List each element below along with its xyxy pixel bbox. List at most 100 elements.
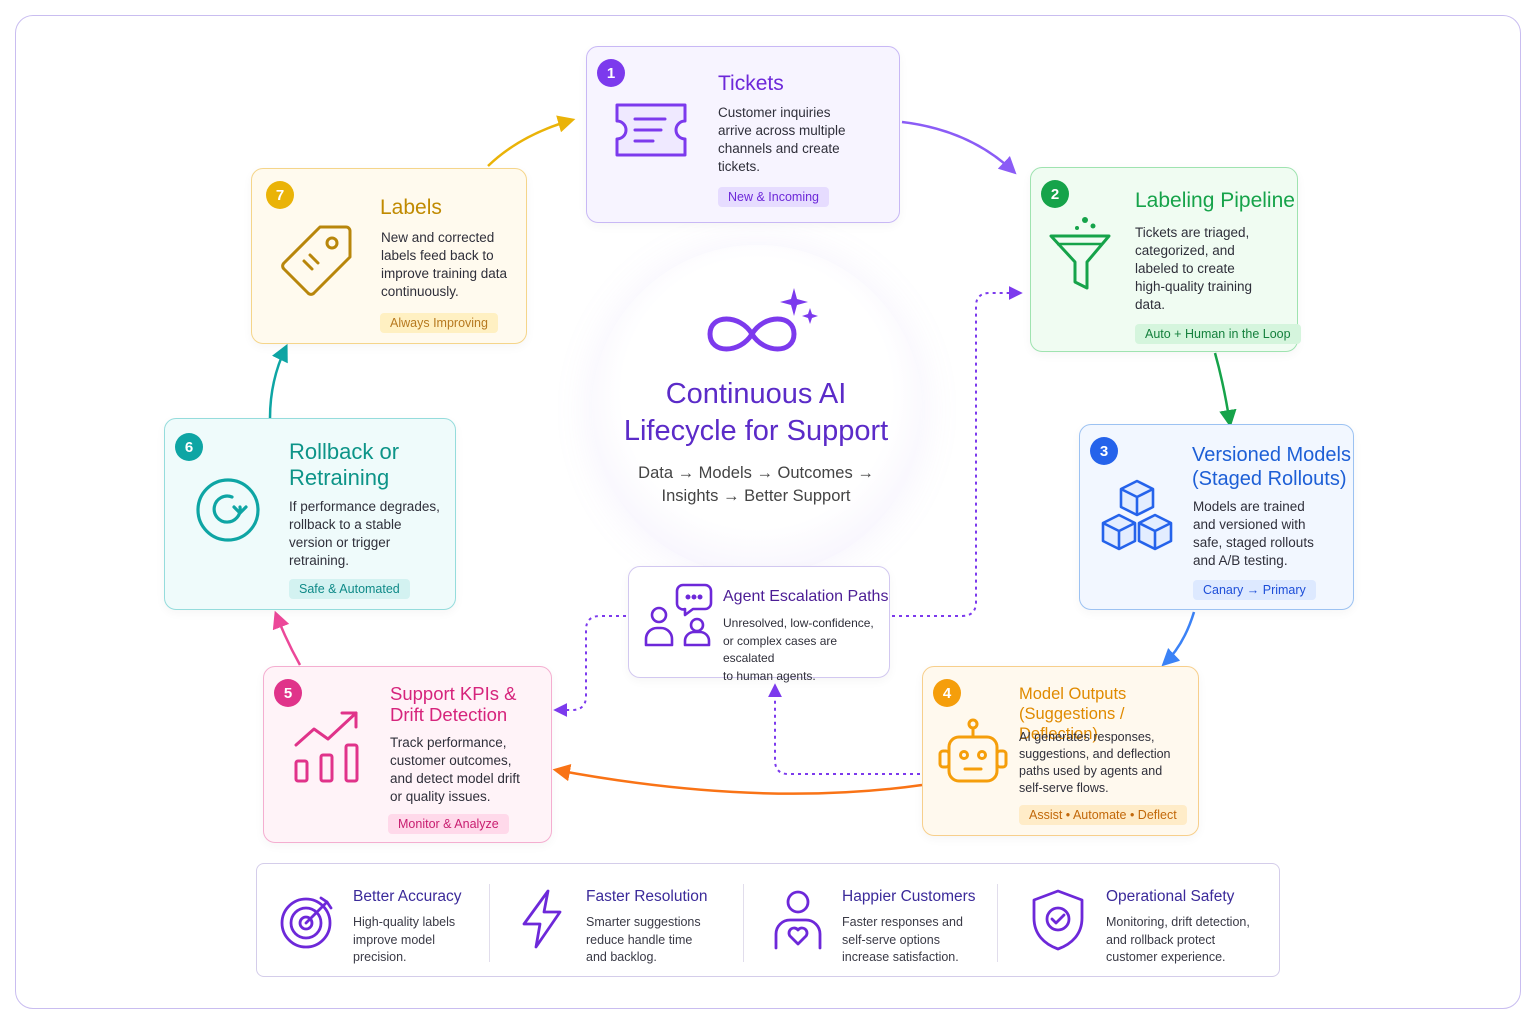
- step-title: Support KPIs & Drift Detection: [390, 683, 516, 725]
- step-title: Tickets: [718, 72, 784, 95]
- title-line: Drift Detection: [390, 704, 508, 725]
- step-tag: Always Improving: [380, 313, 498, 333]
- step-number-badge: 5: [274, 679, 302, 707]
- desc-line: channels and create: [718, 141, 840, 156]
- benefit-description: High-quality labels improve model precis…: [353, 914, 455, 967]
- desc-line: increase satisfaction.: [842, 950, 959, 964]
- title-line: Rollback or: [289, 439, 400, 464]
- escalation-title: Agent Escalation Paths: [723, 588, 889, 605]
- cubes-icon: [1101, 479, 1173, 551]
- desc-line: and backlog.: [586, 950, 657, 964]
- step-card-labels[interactable]: 7 Labels New and corrected labels feed b…: [251, 168, 527, 344]
- step-tag: Monitor & Analyze: [388, 814, 509, 834]
- desc-line: or quality issues.: [390, 789, 491, 804]
- desc-line: continuously.: [381, 284, 459, 299]
- title-line: Versioned Models: [1192, 444, 1351, 466]
- desc-line: High-quality labels: [353, 915, 456, 929]
- trend-chart-icon: [294, 711, 359, 783]
- desc-line: labeled to create: [1135, 261, 1235, 276]
- desc-line: and rollback protect: [1106, 932, 1216, 947]
- desc-line: AI generates responses,: [1019, 730, 1155, 744]
- step-title: Rollback or Retraining: [289, 439, 399, 491]
- center-subtitle-line-2: Insights → Better Support: [661, 487, 851, 505]
- step-card-model-outputs[interactable]: 4 Model Outputs (Suggestions / Deflectio…: [922, 666, 1199, 836]
- benefits-bar: Better Accuracy High-quality labels impr…: [256, 863, 1280, 977]
- funnel-icon: [1049, 217, 1111, 290]
- step-number-badge: 2: [1041, 180, 1069, 208]
- desc-line: New and corrected: [381, 230, 495, 245]
- target-icon: [280, 896, 333, 949]
- benefit-description: Monitoring, drift detection, and rollbac…: [1106, 914, 1250, 967]
- customer-heart-icon: [774, 890, 822, 950]
- benefit-description: Smarter suggestions reduce handle time a…: [586, 914, 701, 967]
- step-number-badge: 7: [266, 181, 294, 209]
- step-title: Versioned Models (Staged Rollouts): [1192, 443, 1351, 491]
- desc-line: to human agents.: [723, 668, 816, 683]
- benefit-divider: [489, 884, 490, 962]
- desc-line: reduce handle time: [586, 932, 693, 947]
- desc-line: tickets.: [718, 159, 761, 174]
- step-card-tickets[interactable]: 1 Tickets Customer inquiries arrive acro…: [586, 46, 900, 223]
- title-line: (Suggestions / Deflection): [1019, 705, 1125, 743]
- desc-line: version or trigger: [289, 535, 391, 550]
- desc-line: self-serve flows.: [1019, 781, 1109, 795]
- benefit-title: Better Accuracy: [353, 888, 462, 905]
- step-card-support-kpis[interactable]: 5 Support KPIs & Drift Detection Track p…: [263, 666, 552, 843]
- step-tag: Assist • Automate • Deflect: [1019, 805, 1187, 825]
- desc-line: If performance degrades,: [289, 499, 440, 514]
- title-line: Retraining: [289, 465, 390, 490]
- title-line: (Staged Rollouts): [1192, 468, 1347, 490]
- agents-chat-icon: [644, 583, 713, 647]
- benefit-description: Faster responses and self-serve options …: [842, 914, 963, 967]
- step-number-badge: 6: [175, 433, 203, 461]
- center-title-line-1: Continuous AI: [665, 378, 847, 410]
- desc-line: and detect model drift: [390, 771, 520, 786]
- shield-check-icon: [1032, 889, 1084, 951]
- desc-line: and A/B testing.: [1193, 553, 1288, 568]
- desc-line: high-quality training: [1135, 279, 1253, 294]
- desc-line: self-serve options: [842, 932, 940, 947]
- desc-line: retraining.: [289, 553, 350, 568]
- desc-line: safe, staged rollouts: [1193, 535, 1314, 550]
- step-description: If performance degrades, rollback to a s…: [289, 498, 440, 570]
- step-card-rollback-or-retraining[interactable]: 6 Rollback or Retraining If performance …: [164, 418, 456, 610]
- desc-line: rollback to a stable: [289, 517, 402, 532]
- escalation-description: Unresolved, low-confidence, or complex c…: [723, 615, 889, 685]
- desc-line: improve training data: [381, 266, 508, 281]
- step-description: AI generates responses, suggestions, and…: [1019, 729, 1171, 797]
- center-title-line-2: Lifecycle for Support: [623, 415, 889, 447]
- robot-icon: [938, 718, 1008, 783]
- step-tag: Safe & Automated: [289, 579, 410, 599]
- price-tag-icon: [281, 225, 352, 296]
- desc-line: arrive across multiple: [718, 123, 846, 138]
- desc-line: paths used by agents and: [1019, 764, 1163, 778]
- step-title: Labeling Pipeline: [1135, 189, 1295, 212]
- desc-line: Customer inquiries: [718, 105, 831, 120]
- agent-escalation-card[interactable]: Agent Escalation Paths Unresolved, low-c…: [628, 566, 890, 683]
- step-description: New and corrected labels feed back to im…: [381, 229, 507, 301]
- benefit-happier-customers: Happier Customers Faster responses and s…: [744, 864, 998, 978]
- center-title: Continuous AI Lifecycle for Support: [596, 376, 916, 450]
- benefit-operational-safety: Operational Safety Monitoring, drift det…: [998, 864, 1280, 978]
- step-description: Customer inquiries arrive across multipl…: [718, 104, 846, 176]
- desc-line: data.: [1135, 297, 1166, 312]
- step-card-versioned-models[interactable]: 3 Versioned Models (Staged Rollouts) Mod…: [1079, 424, 1354, 610]
- desc-line: Monitoring, drift detection,: [1106, 915, 1250, 929]
- desc-line: and versioned with: [1193, 517, 1306, 532]
- center-subtitle: Data → Models → Outcomes → Insights → Be…: [616, 462, 896, 508]
- step-card-labeling-pipeline[interactable]: 2 Labeling Pipeline Tickets are triaged,…: [1030, 167, 1301, 352]
- step-tag: New & Incoming: [718, 187, 830, 207]
- infinity-sparkle-icon: [707, 288, 818, 352]
- title-line: Model Outputs: [1019, 685, 1127, 703]
- step-description: Track performance, customer outcomes, an…: [390, 734, 520, 806]
- step-title: Model Outputs (Suggestions / Deflection): [1019, 684, 1198, 744]
- title-line: Support KPIs &: [390, 683, 517, 704]
- step-tag: Auto + Human in the Loop: [1135, 324, 1301, 344]
- desc-line: Tickets are triaged,: [1135, 225, 1250, 240]
- ticket-icon: [615, 103, 687, 157]
- desc-line: labels feed back to: [381, 248, 494, 263]
- benefit-divider: [743, 884, 744, 962]
- desc-line: or complex cases are escalated: [723, 633, 838, 666]
- desc-line: categorized, and: [1135, 243, 1235, 258]
- desc-line: customer outcomes,: [390, 753, 512, 768]
